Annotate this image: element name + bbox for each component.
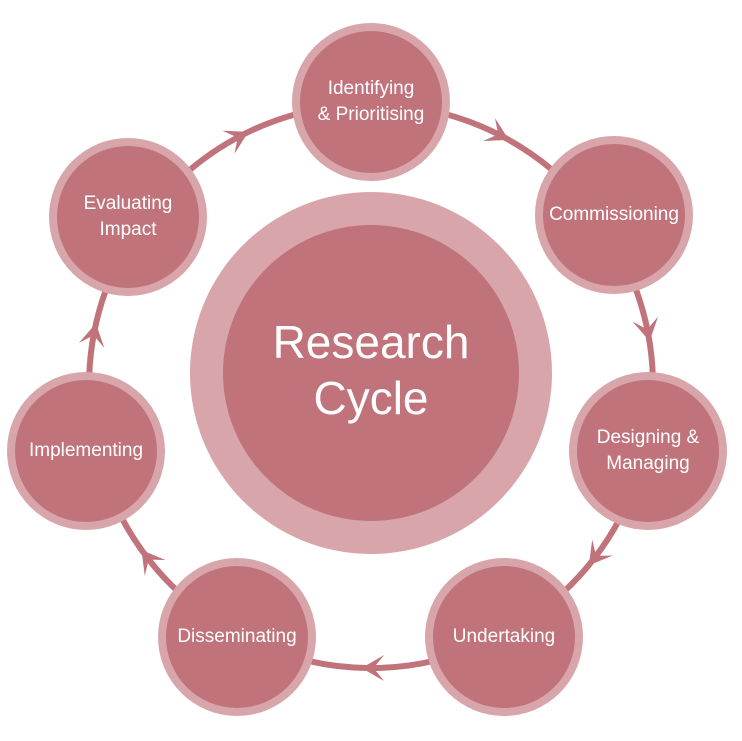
center-hub-inner-circle xyxy=(223,225,519,521)
center-hub: Research Cycle xyxy=(190,192,552,554)
arrowhead-icon xyxy=(588,539,613,566)
stage-node-circle xyxy=(577,380,719,522)
stage-node-circle xyxy=(166,566,308,708)
stage-node-circle xyxy=(57,146,199,288)
arrowhead-icon xyxy=(632,316,659,342)
stage-label-implementing-line-1: Implementing xyxy=(29,440,143,461)
connector-arrows xyxy=(78,110,659,682)
stage-node-implementing: Implementing xyxy=(7,372,165,530)
stage-node-designing: Designing & Managing xyxy=(569,372,727,530)
arrowhead-icon xyxy=(361,655,385,682)
stage-node-circle xyxy=(543,144,685,286)
stage-node-undertaking: Undertaking xyxy=(425,558,583,716)
connector-arc xyxy=(186,110,300,174)
stage-label-identifying-line-2: & Prioritising xyxy=(318,104,425,125)
stage-node-commissioning: Commissioning xyxy=(535,136,693,294)
stage-label-evaluating-line-2: Impact xyxy=(99,219,157,240)
stage-label-identifying-line-1: Identifying xyxy=(328,78,415,99)
stage-node-circle xyxy=(433,566,575,708)
stage-label-disseminating-line-1: Disseminating xyxy=(177,626,296,647)
arrowhead-icon xyxy=(482,117,509,142)
arrowhead-icon xyxy=(78,323,105,348)
stage-node-disseminating: Disseminating xyxy=(158,558,316,716)
stage-label-commissioning-line-1: Commissioning xyxy=(549,204,679,225)
stage-label-designing-line-2: Managing xyxy=(606,453,689,474)
stage-label-evaluating-line-1: Evaluating xyxy=(84,193,173,214)
arrowhead-icon xyxy=(222,130,249,154)
stage-node-circle xyxy=(300,31,442,173)
stage-node-circle xyxy=(15,380,157,522)
arrowhead-icon xyxy=(141,550,166,576)
center-title-line-1: Research xyxy=(273,316,470,368)
connector-arc xyxy=(442,110,555,173)
stage-label-undertaking-line-1: Undertaking xyxy=(453,626,555,647)
center-title-line-2: Cycle xyxy=(313,372,428,424)
stage-node-identifying: Identifying & Prioritising xyxy=(292,23,450,181)
stage-nodes: Identifying & PrioritisingCommissioningDe… xyxy=(7,23,727,716)
stage-label-designing-line-1: Designing & xyxy=(597,427,700,448)
